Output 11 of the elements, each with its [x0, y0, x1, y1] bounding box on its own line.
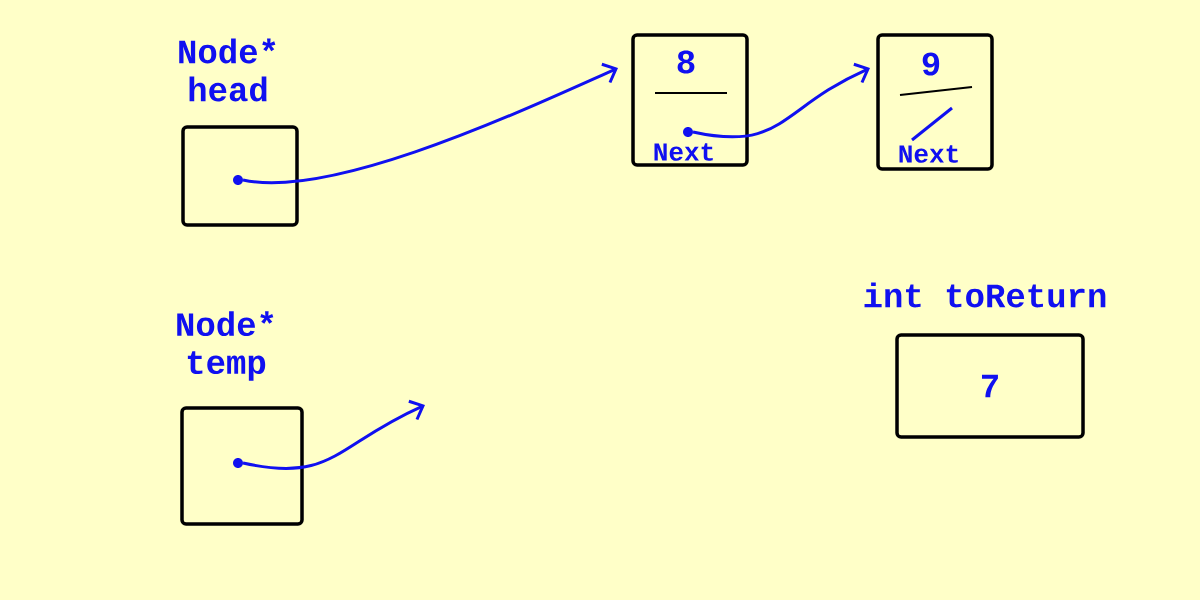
variable-label: Node* head: [179, 38, 276, 102]
value-text: 9: [922, 52, 940, 76]
variable-label: int toReturn: [864, 282, 1106, 308]
value-text: 8: [677, 50, 695, 74]
field-label: Next: [654, 143, 713, 161]
field-label: Next: [899, 145, 958, 163]
value-box: 7: [895, 333, 1085, 439]
variable-label: Node* temp: [177, 311, 274, 381]
pointer-arrow: [692, 62, 870, 139]
pointer-arrow: [242, 62, 618, 185]
pointer-arrow: [242, 399, 425, 470]
